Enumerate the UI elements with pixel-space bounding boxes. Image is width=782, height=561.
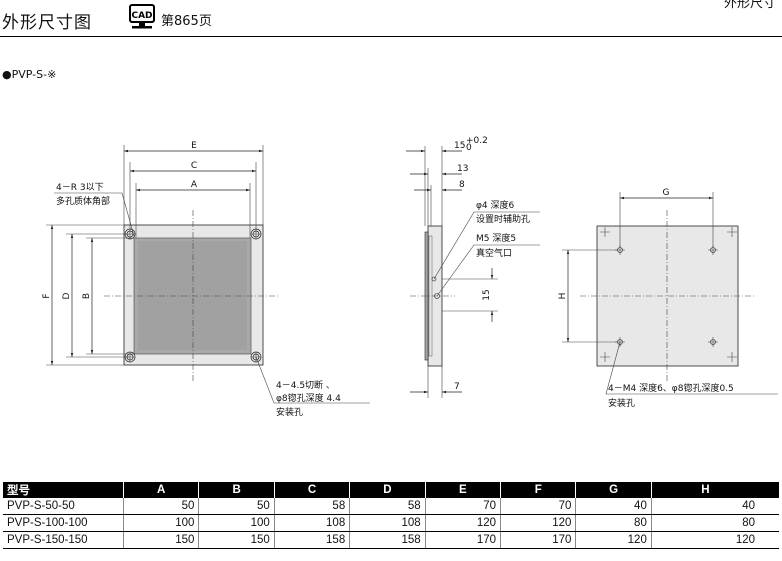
header-divider bbox=[0, 36, 782, 37]
callout-corner-r-note: 多孔质体角部 bbox=[56, 195, 110, 207]
column-header-model: 型号 bbox=[3, 482, 124, 498]
table-row: PVP-S-100-100 100 100 108 108 120 120 80… bbox=[3, 514, 779, 532]
callout-aux-hole: φ4 深度6 bbox=[476, 199, 515, 211]
dim-15-tolerance-lower: 0 bbox=[466, 143, 472, 153]
column-header-H: H bbox=[651, 482, 779, 498]
table-cell: 50 bbox=[123, 498, 200, 515]
dim-7: 7 bbox=[454, 382, 460, 392]
callout-mount-hole: 4－4.5切断 、 bbox=[276, 379, 335, 391]
column-header-D: D bbox=[349, 482, 426, 498]
table-cell: PVP-S-50-50 bbox=[3, 498, 124, 515]
table-cell: 108 bbox=[274, 514, 351, 532]
table-cell: 80 bbox=[651, 514, 779, 532]
page-title: 外形尺寸图 bbox=[2, 13, 92, 33]
table-cell: 150 bbox=[198, 531, 275, 549]
table-cell: 70 bbox=[425, 498, 502, 515]
table-cell: 40 bbox=[651, 498, 779, 515]
dim-A: A bbox=[191, 180, 198, 190]
table-cell: 158 bbox=[274, 531, 351, 549]
dim-8: 8 bbox=[459, 180, 465, 190]
column-header-B: B bbox=[198, 482, 275, 498]
table-row: PVP-S-50-50 50 50 58 58 70 70 40 40 bbox=[3, 498, 779, 515]
table-header-row: 型号 A B C D E F G H bbox=[3, 482, 779, 498]
table-cell: 108 bbox=[349, 514, 426, 532]
dim-F: F bbox=[42, 293, 52, 298]
column-header-C: C bbox=[274, 482, 351, 498]
cad-icon-label: CAD bbox=[131, 11, 152, 21]
table-cell: 100 bbox=[198, 514, 275, 532]
table-row: PVP-S-150-150 150 150 158 158 170 170 12… bbox=[3, 531, 779, 549]
dim-H: H bbox=[558, 293, 568, 300]
dimension-table: 型号 A B C D E F G H PVP-S-50-50 50 50 58 … bbox=[3, 482, 779, 549]
table-cell: 170 bbox=[500, 531, 577, 549]
table-cell: 58 bbox=[349, 498, 426, 515]
column-header-E: E bbox=[425, 482, 502, 498]
dim-G: G bbox=[663, 188, 670, 198]
table-cell: 100 bbox=[123, 514, 200, 532]
side-view: 15 +0.2 0 13 8 15 7 φ4 深度6 设置时辅助孔 M5 深度5… bbox=[406, 136, 540, 398]
callout-mount-counterbore: φ8锪孔深度 4.4 bbox=[276, 392, 341, 404]
table-cell: 40 bbox=[575, 498, 652, 515]
dimension-drawing: E C A F D B 4－R 3以下 多孔质体角部 4－4.5切断 、 φ8锪… bbox=[42, 136, 778, 418]
table-cell: 158 bbox=[349, 531, 426, 549]
dim-D: D bbox=[62, 292, 72, 299]
header-right-partial: 外形尺寸 bbox=[723, 0, 776, 11]
back-view: G H 4－M4 深度6、φ8锪孔深度0.5 安装孔 bbox=[558, 188, 778, 409]
callout-corner-r: 4－R 3以下 bbox=[56, 183, 104, 193]
table-cell: 70 bbox=[500, 498, 577, 515]
column-header-F: F bbox=[500, 482, 577, 498]
table-cell: 170 bbox=[425, 531, 502, 549]
table-cell: PVP-S-100-100 bbox=[3, 514, 124, 532]
table-cell: 80 bbox=[575, 514, 652, 532]
dim-15-top: 15 bbox=[454, 141, 465, 151]
front-view: E C A F D B 4－R 3以下 多孔质体角部 4－4.5切断 、 φ8锪… bbox=[42, 141, 370, 418]
model-label: ●PVP-S-※ bbox=[2, 68, 57, 81]
table-cell: 120 bbox=[575, 531, 652, 549]
cad-icon[interactable]: CAD bbox=[128, 4, 158, 30]
table-cell: 120 bbox=[651, 531, 779, 549]
callout-vacuum-port: M5 深度5 bbox=[476, 232, 516, 244]
callout-vacuum-port-label: 真空气口 bbox=[476, 247, 512, 259]
dim-15-vertical: 15 bbox=[482, 289, 492, 300]
cad-page-reference[interactable]: 第865页 bbox=[161, 14, 212, 29]
dim-15-tolerance: +0.2 bbox=[466, 136, 488, 146]
callout-m4-hole-label: 安装孔 bbox=[608, 397, 635, 409]
callout-mount-label: 安装孔 bbox=[276, 406, 303, 418]
table-cell: 50 bbox=[198, 498, 275, 515]
dim-B: B bbox=[82, 293, 92, 299]
table-cell: 120 bbox=[425, 514, 502, 532]
callout-m4-hole: 4－M4 深度6、φ8锪孔深度0.5 bbox=[608, 382, 734, 394]
table-cell: 58 bbox=[274, 498, 351, 515]
callout-aux-hole-label: 设置时辅助孔 bbox=[476, 213, 530, 225]
column-header-A: A bbox=[123, 482, 200, 498]
dim-C: C bbox=[191, 161, 197, 171]
table-cell: 150 bbox=[123, 531, 200, 549]
table-cell: PVP-S-150-150 bbox=[3, 531, 124, 549]
dim-E: E bbox=[191, 141, 197, 151]
dim-13: 13 bbox=[457, 164, 468, 174]
table-cell: 120 bbox=[500, 514, 577, 532]
column-header-G: G bbox=[575, 482, 652, 498]
